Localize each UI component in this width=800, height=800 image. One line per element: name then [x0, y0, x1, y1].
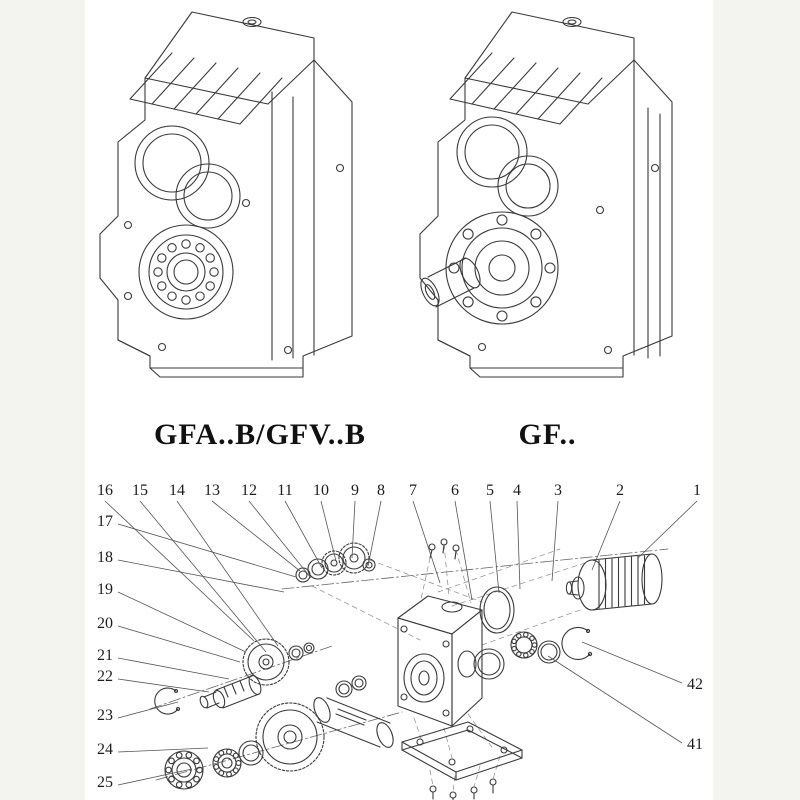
part-number-callout: 1 — [693, 482, 701, 499]
part-number-callout: 23 — [97, 707, 113, 724]
part-number-callout: 24 — [97, 741, 113, 758]
part-number-callout: 16 — [97, 482, 113, 499]
part-number-callout: 5 — [486, 482, 494, 499]
part-number-callout: 6 — [451, 482, 459, 499]
part-number-callout: 12 — [241, 482, 257, 499]
gearbox-drawing-gf — [419, 11, 673, 378]
part-number-callout: 41 — [687, 736, 703, 753]
part-number-callout: 7 — [409, 482, 417, 499]
part-number-callout: 18 — [97, 549, 113, 566]
construction-lines — [311, 543, 589, 793]
part-number-callout: 25 — [97, 774, 113, 791]
part-number-callout: 20 — [97, 615, 113, 632]
part-number-callout: 42 — [687, 676, 703, 693]
part-number-callout: 4 — [513, 482, 521, 499]
model-label-gf: GF.. — [518, 418, 577, 451]
part-number-callout: 17 — [97, 513, 113, 530]
part-number-callout: 14 — [169, 482, 185, 499]
part-number-callout: 9 — [351, 482, 359, 499]
part-number-callout: 2 — [616, 482, 624, 499]
part-number-callout: 22 — [97, 668, 113, 685]
part-number-callout: 3 — [554, 482, 562, 499]
part-number-callout: 11 — [277, 482, 293, 499]
part-number-callout: 21 — [97, 647, 113, 664]
bearing-balls-and-bolt-circles — [153, 214, 646, 789]
part-number-callout: 8 — [377, 482, 385, 499]
exploded-parts-drawing — [149, 538, 669, 800]
gearbox-drawing-gfab — [99, 11, 353, 378]
part-number-callout: 13 — [204, 482, 220, 499]
model-label-gfab: GFA..B/GFV..B — [154, 418, 366, 451]
part-number-callout: 10 — [313, 482, 329, 499]
part-number-callout: 19 — [97, 581, 113, 598]
callout-leader-lines — [104, 500, 698, 786]
part-number-callout: 15 — [132, 482, 148, 499]
